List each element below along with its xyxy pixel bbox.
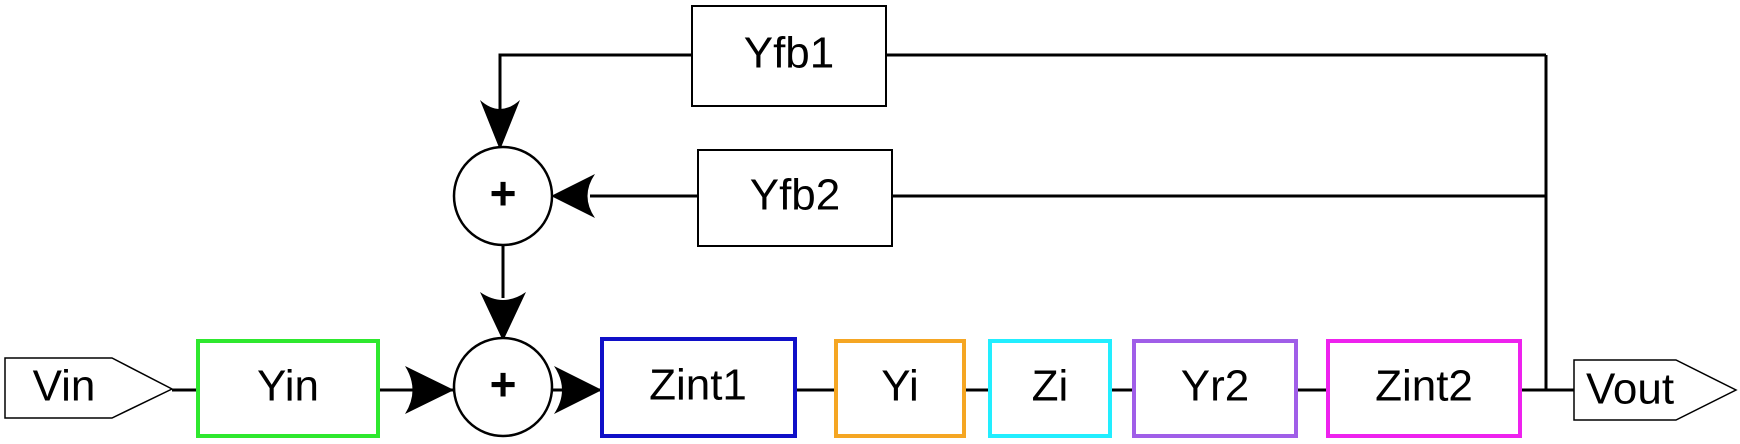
- block-yfb1: Yfb1: [691, 5, 887, 107]
- block-label: Zint2: [1375, 362, 1473, 411]
- block-label: Yi: [881, 362, 919, 411]
- block-label: Yfb2: [750, 171, 841, 220]
- block-yfb2: Yfb2: [697, 149, 893, 247]
- summing-junction-lower: +: [452, 336, 554, 438]
- arrow-right-icon: [405, 366, 454, 414]
- summing-junction-upper: +: [452, 145, 554, 247]
- wire-yfb1-sum1: [498, 53, 692, 115]
- block-label: Yr2: [1181, 362, 1249, 411]
- block-zint1: Zint1: [600, 337, 797, 438]
- output-port-label: Vout: [1586, 365, 1674, 414]
- block-yi: Yi: [834, 339, 966, 438]
- input-port-vin: Vin: [4, 357, 174, 419]
- plus-symbol: +: [490, 167, 517, 219]
- arrow-left-icon: [551, 174, 595, 218]
- block-label: Zint1: [649, 361, 747, 410]
- block-zint2: Zint2: [1326, 339, 1522, 438]
- input-port-label: Vin: [33, 362, 96, 411]
- connection-wires: [172, 53, 1574, 392]
- arrow-right-icon: [554, 366, 602, 414]
- plus-symbol: +: [490, 358, 517, 410]
- arrow-down-icon: [480, 292, 526, 341]
- arrowheads: [405, 100, 602, 414]
- block-label: Yin: [257, 362, 319, 411]
- block-zi: Zi: [988, 339, 1112, 438]
- block-label: Zi: [1032, 362, 1069, 411]
- block-yr2: Yr2: [1132, 339, 1298, 438]
- output-port-vout: Vout: [1573, 359, 1738, 421]
- arrow-down-icon: [480, 100, 520, 150]
- block-label: Yfb1: [744, 29, 835, 78]
- block-yin: Yin: [196, 339, 380, 438]
